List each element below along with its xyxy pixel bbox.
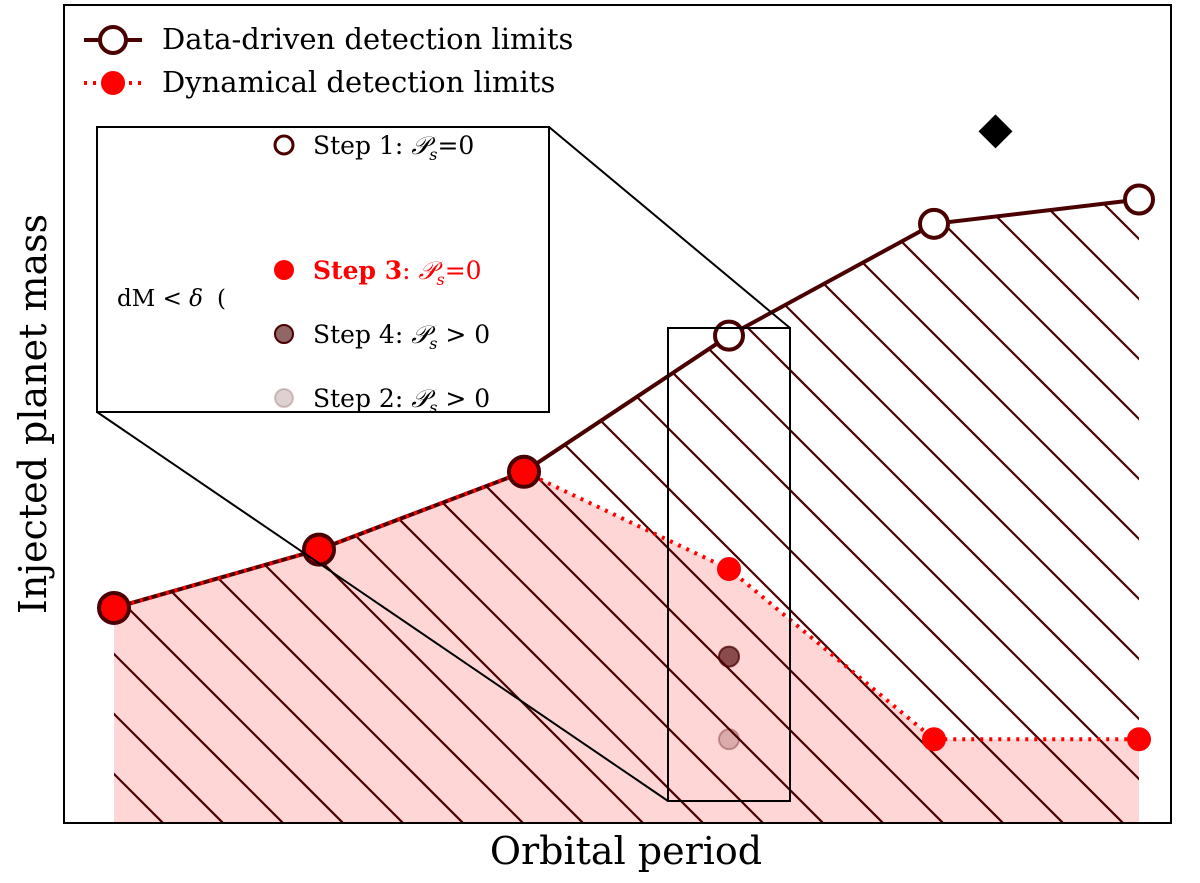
- zoom-rectangle: [667, 327, 791, 802]
- zoom-indicator: [96, 126, 791, 802]
- inset-label-step3: Step 3: 𝒫s=0: [313, 256, 482, 289]
- hatch-line: [659, 199, 1139, 823]
- point-data-driven: [1123, 183, 1155, 216]
- inset-label-bracket: dM < δ(: [117, 286, 226, 312]
- hatch-line: [114, 199, 301, 823]
- hatch-line: [114, 199, 361, 823]
- point-step-4: [718, 645, 740, 668]
- marker-diamond: [978, 114, 1013, 149]
- point-data-driven: [97, 590, 131, 625]
- hatch-line: [119, 199, 1021, 823]
- point-dynamical: [717, 557, 741, 582]
- hatch-line: [479, 199, 1139, 823]
- legend-entry-data-driven: Data-driven detection limits: [84, 22, 573, 56]
- x-axis-label: Orbital period: [490, 829, 762, 873]
- hatch-line: [114, 199, 481, 823]
- point-dynamical: [922, 727, 946, 752]
- series-layer: [97, 114, 1155, 752]
- hatch-line: [599, 199, 1139, 823]
- zoom-connector-bottom: [96, 411, 669, 802]
- hatch-line: [359, 199, 1139, 823]
- hatch-line: [419, 199, 1139, 823]
- point-step-2: [718, 728, 740, 751]
- inset-label-step1: Step 1: 𝒫s=0: [313, 131, 474, 164]
- legend-label-data-driven: Data-driven detection limits: [162, 22, 573, 56]
- hatch-line: [114, 199, 541, 823]
- point-data-driven: [918, 207, 950, 240]
- zoom-connector-top: [548, 126, 791, 329]
- hatch-line: [239, 199, 1139, 823]
- inset-frame: [96, 126, 550, 413]
- legend-label-dynamical: Dynamical detection limits: [162, 65, 555, 99]
- plot-frame: [63, 4, 1172, 824]
- inset-marker-step2: [274, 388, 294, 408]
- inset-label-step4: Step 4: 𝒫s > 0: [313, 320, 490, 353]
- y-axis-label: Injected planet mass: [11, 214, 55, 614]
- point-data-driven: [507, 454, 541, 489]
- point-data-driven: [713, 319, 745, 352]
- hatch-line: [539, 199, 1139, 823]
- inset-marker-step3: [274, 260, 294, 280]
- inset-marker-step1: [273, 134, 295, 156]
- inset-label-step2: Step 2: 𝒫s > 0: [313, 384, 490, 417]
- inset-marker-step4: [274, 324, 294, 344]
- inset-box: Step 1: 𝒫s=0 Step 3: 𝒫s=0 dM < δ( Step 4…: [96, 126, 550, 417]
- point-dynamical: [1127, 727, 1151, 752]
- legend-entry-dynamical: Dynamical detection limits: [84, 65, 555, 99]
- hatch-line: [114, 199, 421, 823]
- legend-marker-data-driven: [98, 25, 128, 55]
- dynamical-limit-fill: [114, 471, 1139, 823]
- series-line-data-driven: [113, 197, 1140, 610]
- point-data-driven: [302, 532, 336, 567]
- hatch-line: [299, 199, 1139, 823]
- legend-marker-dynamical: [101, 71, 125, 95]
- legend: Data-driven detection limits Dynamical d…: [84, 22, 573, 99]
